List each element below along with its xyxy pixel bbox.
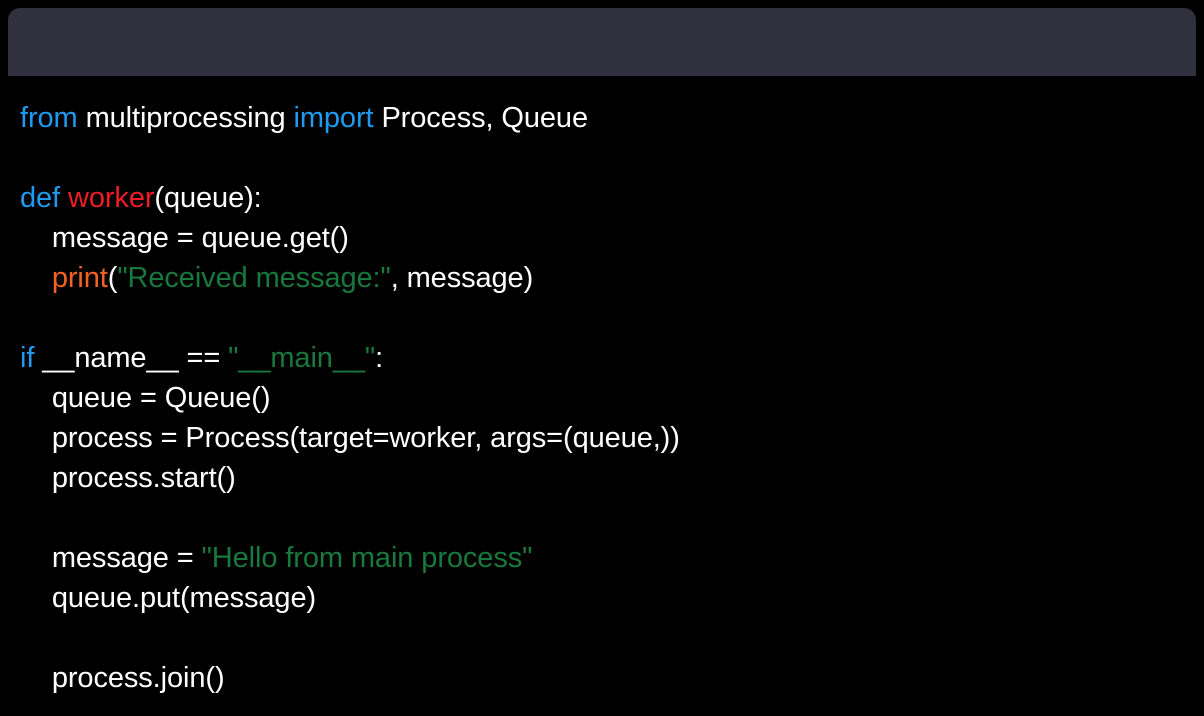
code-line: process.join()	[20, 658, 1204, 698]
code-line: print("Received message:", message)	[20, 258, 1204, 298]
code-line: message = "Hello from main process"	[20, 538, 1204, 578]
code-line	[20, 618, 1204, 658]
code-token-kw: def	[20, 182, 68, 214]
code-token-plain: , message)	[390, 262, 534, 294]
code-token-plain: process = Process(target=worker, args=(q…	[51, 422, 680, 454]
code-token-plain: queue.put(message)	[51, 582, 317, 614]
code-indent	[20, 462, 52, 494]
code-indent	[20, 222, 52, 254]
code-line	[20, 298, 1204, 338]
code-token-plain: __name__ ==	[42, 342, 229, 374]
code-token-plain: Process, Queue	[381, 102, 588, 134]
code-line	[20, 498, 1204, 538]
code-line: message = queue.get()	[20, 218, 1204, 258]
code-token-plain: process.start()	[51, 462, 236, 494]
code-token-plain: message = queue.get()	[51, 222, 349, 254]
code-line: queue = Queue()	[20, 378, 1204, 418]
code-line: def worker(queue):	[20, 178, 1204, 218]
code-token-plain: (	[107, 262, 118, 294]
code-token-str: "Hello from main process"	[201, 542, 533, 574]
code-token-kw: import	[293, 102, 382, 134]
code-line	[20, 138, 1204, 178]
code-indent	[20, 262, 52, 294]
code-token-str: "Received message:"	[117, 262, 391, 294]
code-line: queue.put(message)	[20, 578, 1204, 618]
code-token-plain: message =	[51, 542, 202, 574]
code-indent	[20, 662, 52, 694]
code-indent	[20, 542, 52, 574]
code-token-plain: queue = Queue()	[51, 382, 271, 414]
code-token-kw: from	[20, 102, 86, 134]
code-token-plain: process.join()	[51, 662, 225, 694]
code-token-fn: worker	[67, 182, 155, 214]
code-indent	[20, 422, 52, 454]
code-line: process = Process(target=worker, args=(q…	[20, 418, 1204, 458]
code-block[interactable]: from multiprocessing import Process, Que…	[0, 76, 1204, 716]
code-token-kw: if	[20, 342, 43, 374]
code-indent	[20, 582, 52, 614]
window-titlebar[interactable]	[8, 8, 1196, 76]
code-token-plain: (queue):	[154, 182, 262, 214]
code-line: from multiprocessing import Process, Que…	[20, 98, 1204, 138]
code-line: if __name__ == "__main__":	[20, 338, 1204, 378]
code-token-str: "__main__"	[228, 342, 376, 374]
code-token-plain: multiprocessing	[85, 102, 294, 134]
code-line: process.start()	[20, 458, 1204, 498]
code-token-plain: :	[375, 342, 384, 374]
code-indent	[20, 382, 52, 414]
code-token-builtin: print	[51, 262, 108, 294]
